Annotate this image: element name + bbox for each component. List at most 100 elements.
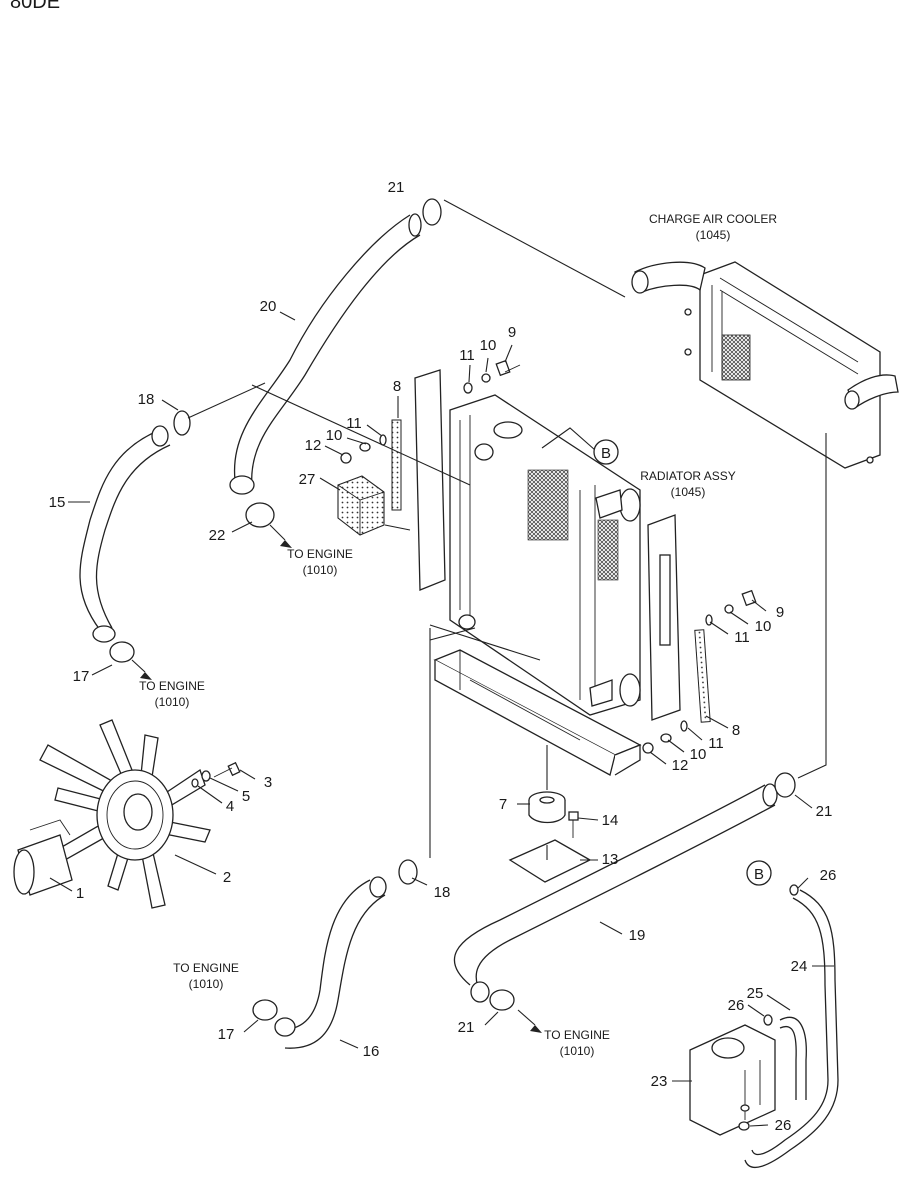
clamp-17-lower [252,999,278,1021]
mount-plate [508,839,592,883]
rubber-strip-right [694,629,711,723]
hose-20-outline-b [251,234,421,489]
clamp-17-upper [109,641,135,663]
hose-24-b [751,897,829,1156]
to-engine-17-lower-ref: (1010) [189,977,224,991]
hose-16-outline-b [284,894,386,1049]
callout-15: 15 [49,494,66,511]
callout-numbers: 21 20 18 15 22 27 17 9 10 11 8 11 10 12 … [49,179,837,1134]
to-engine-22-ref: (1010) [303,563,338,577]
callout-18-lower: 18 [434,884,451,901]
to-engine-17-upper-ref: (1010) [155,695,190,709]
rubber-strip-left [391,419,402,511]
callout-18-left: 18 [138,391,155,408]
callout-26-top: 26 [820,867,837,884]
hose-19-outline-a [453,784,766,986]
left-side-bracket [414,369,446,591]
fan-spacer [13,819,73,896]
callout-12-left: 12 [305,437,322,454]
charge-air-cooler-label: CHARGE AIR COOLER [649,212,777,226]
to-engine-21-lower-label: TO ENGINE [544,1028,610,1042]
callout-10-right: 10 [755,618,772,635]
callout-24: 24 [791,958,808,975]
clamp-18-lower [398,859,418,885]
ref-b-upper-circle [593,439,619,465]
callout-3: 3 [264,774,272,791]
callout-11-left: 11 [346,415,362,432]
to-engine-22-label: TO ENGINE [287,547,353,561]
clip-26-bottom [738,1121,750,1131]
bracket-hardware-lower [642,720,688,754]
callout-2: 2 [223,869,231,886]
callout-1: 1 [76,885,84,902]
cushion-27 [337,475,385,536]
callout-14: 14 [602,812,619,829]
callout-19: 19 [629,927,646,944]
mount-bolt [568,811,579,838]
hose-16-outline-a [279,879,371,1031]
to-engine-17-lower-label: TO ENGINE [173,961,239,975]
callout-17-upper: 17 [73,668,90,685]
radiator-assembly [449,394,641,716]
callout-11-right: 11 [734,629,750,646]
callout-26-bottom: 26 [775,1117,792,1134]
rubber-mount [528,791,566,824]
clip-26-top [789,884,799,896]
callout-7: 7 [499,796,507,813]
callout-11-lower: 11 [708,735,724,752]
clip-26-mid [763,1014,773,1026]
callout-27: 27 [299,471,316,488]
to-engine-21-lower-ref: (1010) [560,1044,595,1058]
radiator-base-frame [433,649,642,776]
callout-12-lower: 12 [672,757,689,774]
callout-10-left: 10 [326,427,343,444]
callout-13: 13 [602,851,619,868]
callout-23: 23 [651,1073,668,1090]
callout-25: 25 [747,985,764,1002]
callout-21-lower: 21 [458,1019,475,1036]
ref-b-lower: B [754,866,764,883]
radiator-assy-ref: (1045) [671,485,706,499]
hose-15-outline-a [79,429,161,631]
clamp-18-left [173,410,191,436]
hose-25-b [779,1025,797,1100]
callout-9-top: 9 [508,324,516,341]
to-engine-17-upper-label: TO ENGINE [139,679,205,693]
callout-4: 4 [226,798,234,815]
callout-22: 22 [209,527,226,544]
fan-hardware [191,761,241,788]
hose-24-a [744,889,839,1169]
hose-20-outline-a [233,214,411,481]
callout-26-mid: 26 [728,997,745,1014]
hose-25-a [779,1016,807,1100]
charge-air-cooler [631,261,899,469]
callout-8-right: 8 [732,722,740,739]
callout-10-lower: 10 [690,746,707,763]
ref-b-lower-circle [746,860,772,886]
callout-11-top: 11 [459,347,475,364]
callout-9-right: 9 [776,604,784,621]
clamp-21-lower [489,989,515,1011]
clamp-22 [245,502,275,528]
callout-5: 5 [242,788,250,805]
ref-b-upper: B [601,445,611,462]
leader-lines [49,199,834,1127]
radiator-assy-label: RADIATOR ASSY [640,469,736,483]
hose-19-outline-b [475,804,776,996]
cooling-fan [39,719,211,909]
callout-16: 16 [363,1043,380,1060]
clamp-21-right [774,772,796,798]
hose-15-outline-b [95,444,171,629]
bracket-hardware-left [340,434,387,464]
model-header: 80DE [10,0,60,13]
bracket-hardware-top [463,359,521,394]
callout-21-right: 21 [816,803,833,820]
bracket-hardware-right [705,589,757,626]
arrows [140,540,542,1033]
coolant-reservoir [689,1024,776,1136]
callout-17-lower: 17 [218,1026,235,1043]
callout-21-top: 21 [388,179,405,196]
callout-20: 20 [260,298,277,315]
callout-10-top: 10 [480,337,497,354]
